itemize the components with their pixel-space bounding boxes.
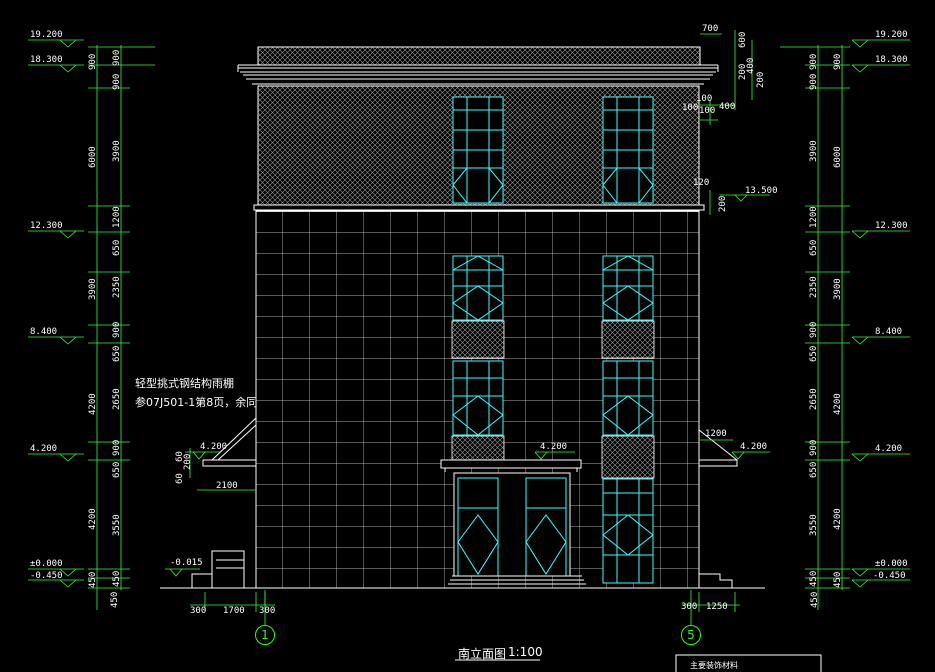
dim-bottom-300b: 300: [259, 606, 276, 616]
elev-left-0000: ±0.000: [30, 559, 63, 569]
dimension-lines: [28, 30, 910, 625]
dim-left-inner-6: 900: [112, 321, 122, 338]
dim-left-outer-3: 4200: [88, 393, 98, 415]
drawing-scale: 1:100: [508, 645, 543, 659]
entrance: [440, 459, 586, 585]
dim-left-inner-11: 3550: [112, 514, 122, 536]
dim-left-inner-10: 650: [112, 461, 122, 478]
canopy-center-elev: 4.200: [540, 442, 568, 452]
elev-right-12300: 12.300: [875, 221, 908, 231]
dim-left-inner-7: 650: [112, 345, 122, 362]
dim-right-inner-1: 6000: [833, 146, 843, 168]
elev-right-0000: ±0.000: [875, 559, 908, 569]
elev-left-8400: 8.400: [30, 327, 58, 337]
dim-right-inner-3: 4200: [833, 393, 843, 415]
canopy-left-60b: 60: [175, 473, 185, 484]
dim-left-inner-0: 900: [112, 49, 122, 66]
elev-left-18300: 18.300: [30, 55, 63, 65]
elev-right-neg0450: -0.450: [873, 571, 906, 581]
dim-left-outer-1: 6000: [88, 146, 98, 168]
canopy-right-1200: 1200: [705, 429, 727, 439]
elev-right-4200: 4.200: [875, 444, 903, 454]
dim-right-outer-12: 450: [809, 570, 819, 587]
legend-box-text: 主要装饰材料: [690, 661, 738, 670]
canopy-left-elev: 4.200: [200, 442, 228, 452]
axis-bubble-right: 5: [681, 625, 701, 645]
dim-right-outer-11: 3550: [809, 514, 819, 536]
dim-top-100a: 100: [696, 94, 713, 104]
dim-bottom-300a: 300: [190, 606, 207, 616]
dim-left-outer-0: 900: [88, 53, 98, 70]
dim-bottom-300c: 300: [681, 602, 698, 612]
dim-right-inner-6: 450: [810, 591, 820, 608]
dim-right-outer-2: 3900: [809, 140, 819, 162]
dim-left-inner-1: 900: [112, 73, 122, 90]
dim-right-outer-3: 1200: [809, 206, 819, 228]
legend-box: [675, 654, 822, 672]
dim-left-inner-3: 1200: [112, 206, 122, 228]
canopy-left-200: 200: [183, 453, 193, 470]
dim-right-outer-1: 900: [809, 73, 819, 90]
dim-left-inner-5: 2350: [112, 276, 122, 298]
dim-left-inner-8: 2650: [112, 388, 122, 410]
dim-right-inner-5: 450: [833, 571, 843, 588]
ground-line: [160, 550, 765, 589]
dim-right-outer-10: 650: [809, 461, 819, 478]
dim-left-inner-9: 900: [112, 439, 122, 456]
window-spandrels: [451, 320, 655, 479]
dim-right-inner-0: 900: [833, 53, 843, 70]
dim-top-100c: 100: [699, 106, 716, 116]
dim-right-inner-4: 4200: [833, 508, 843, 530]
drawing-title: 南立面图: [458, 647, 507, 661]
dim-right-outer-8: 2650: [809, 388, 819, 410]
elev-left-19200: 19.200: [30, 30, 63, 40]
canopy-right-elev: 4.200: [740, 442, 768, 452]
dim-right-outer-9: 900: [809, 439, 819, 456]
dim-left-inner-12: 450: [112, 570, 122, 587]
dim-right-outer-7: 650: [809, 345, 819, 362]
dim-left-inner-2: 3900: [112, 140, 122, 162]
dim-top-200b: 200: [756, 71, 766, 88]
dim-right-inner-2: 3900: [833, 278, 843, 300]
ground-left-elev: -0.015: [170, 558, 203, 568]
elev-left-12300: 12.300: [30, 221, 63, 231]
canopy-left-2100: 2100: [216, 481, 238, 491]
canopy-note-line1: 轻型挑式钢结构雨棚: [135, 377, 234, 390]
dim-right-outer-0: 900: [809, 53, 819, 70]
dim-left-outer-6: 450: [110, 591, 120, 608]
dim-mid-200: 200: [718, 195, 728, 212]
side-canopies: [202, 417, 738, 467]
dim-mid-120: 120: [693, 178, 710, 188]
dim-mid-13500: 13.500: [745, 186, 778, 196]
dim-top-100b: 100: [682, 103, 699, 113]
dim-left-outer-4: 4200: [88, 508, 98, 530]
dim-bottom-1250: 1250: [706, 602, 728, 612]
roof-parapet: [237, 46, 719, 85]
axis-bubble-left: 1: [255, 625, 275, 645]
canopy-note-line2: 参07J501-1第8页，余同: [135, 396, 258, 409]
dim-right-outer-4: 650: [809, 239, 819, 256]
elev-left-neg0450: -0.450: [30, 571, 63, 581]
dim-top-400: 400: [746, 57, 756, 74]
dim-left-outer-2: 3900: [88, 278, 98, 300]
elev-right-18300: 18.300: [875, 55, 908, 65]
elev-left-4200: 4.200: [30, 444, 58, 454]
dim-top-700: 700: [702, 24, 719, 34]
dim-top-400b: 400: [719, 102, 736, 112]
elev-right-8400: 8.400: [875, 327, 903, 337]
dim-left-outer-5: 450: [88, 571, 98, 588]
dim-top-600: 600: [738, 31, 748, 48]
dim-bottom-1700: 1700: [223, 606, 245, 616]
dim-right-outer-6: 900: [809, 321, 819, 338]
dim-left-inner-4: 650: [112, 239, 122, 256]
windows: [452, 96, 654, 584]
elev-right-19200: 19.200: [875, 30, 908, 40]
dim-right-outer-5: 2350: [809, 276, 819, 298]
